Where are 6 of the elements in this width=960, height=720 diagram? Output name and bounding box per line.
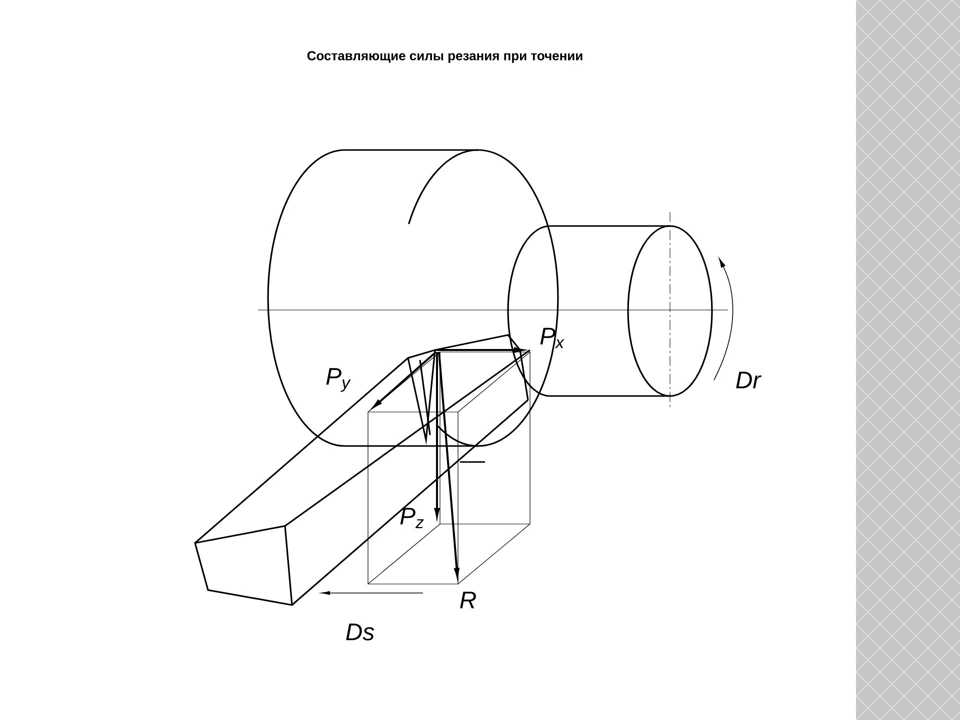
title: Составляющие силы резания при точении	[307, 51, 582, 63]
force-label: P$_{z}$	[400, 508, 424, 528]
force-label: Ds	[346, 624, 374, 640]
force-label: R	[460, 592, 476, 608]
force-label: P$_{y}$	[326, 368, 351, 392]
force-label: Dr	[736, 372, 762, 388]
